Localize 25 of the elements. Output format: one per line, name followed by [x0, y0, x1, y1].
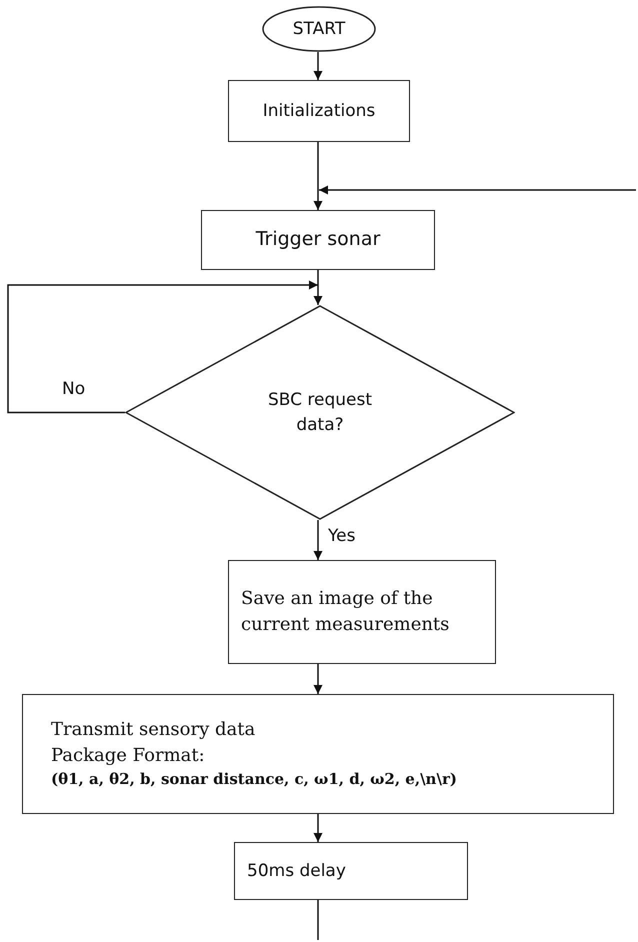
arrow: [319, 186, 636, 194]
process-box: [228, 560, 496, 664]
arrow: [314, 142, 322, 210]
arrow: [314, 664, 322, 694]
arrow: [314, 520, 322, 560]
connector-line: [317, 900, 319, 940]
arrow: [314, 52, 322, 80]
arrow: [314, 270, 322, 305]
node-text: Trigger sonar: [254, 227, 382, 252]
decision-diamond: [125, 305, 515, 520]
node-text: Save an image of the current measurements: [241, 586, 450, 637]
node-text: START: [292, 18, 346, 41]
node-text: SBC request data?: [266, 388, 374, 436]
node-text: Package Format:: [51, 744, 206, 768]
node-text: Initializations: [262, 100, 376, 123]
process-box: [201, 210, 435, 270]
process-box: [234, 842, 468, 900]
start-terminal: [262, 6, 376, 52]
arrow: [7, 280, 318, 414]
node-text: 50ms delay: [247, 860, 347, 883]
node-text: Transmit sensory data: [51, 718, 256, 742]
node-text: (θ1, a, θ2, b, sonar distance, c, ω1, d, ω2, e,\n\r): [51, 769, 458, 790]
arrow: [314, 814, 322, 842]
process-box: [22, 694, 614, 814]
process-box: [228, 80, 410, 142]
